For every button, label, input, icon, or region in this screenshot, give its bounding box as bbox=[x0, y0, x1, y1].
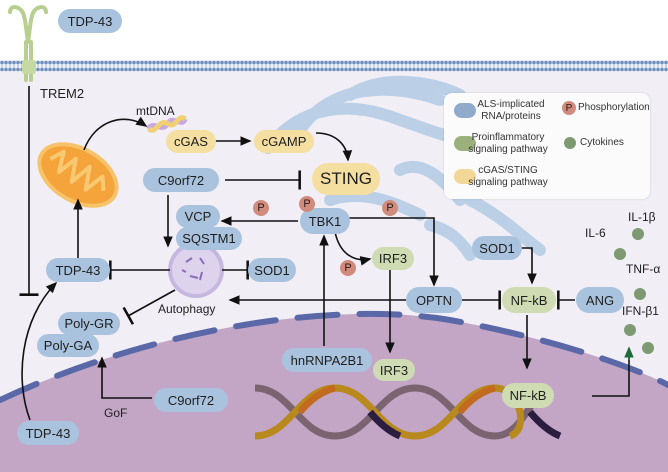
node-cgamp: cGAMP bbox=[254, 130, 314, 153]
cytokine-label-il1b: IL-1β bbox=[628, 210, 656, 224]
label-autophagy: Autophagy bbox=[158, 302, 216, 316]
phosphorylation-marker-optn: P bbox=[382, 200, 398, 216]
label-trem2: TREM2 bbox=[40, 86, 85, 101]
node-optn: OPTN bbox=[406, 287, 462, 313]
legend-pro-line2: signaling pathway bbox=[468, 144, 548, 155]
node-nfkb-cytoplasm: NF-kB bbox=[502, 287, 556, 313]
node-sod1-nfkb: SOD1 bbox=[472, 236, 522, 260]
phosphorylation-marker-vcp: P bbox=[253, 200, 269, 216]
node-tdp43-extracellular: TDP-43 bbox=[58, 9, 122, 33]
node-irf3-nucleus: IRF3 bbox=[373, 359, 415, 381]
node-poly-ga: Poly-GA bbox=[37, 334, 99, 357]
node-c9orf72-nucleus: C9orf72 bbox=[154, 388, 228, 412]
cytokine-dot bbox=[624, 324, 636, 336]
legend-label-cgas-sting: cGAS/STING signaling pathway bbox=[460, 165, 556, 189]
sod1-to-nfkb-arrow bbox=[520, 247, 537, 285]
legend-label-proinflammatory: Proinflammatory signaling pathway bbox=[460, 132, 556, 156]
legend-phosphorylation-icon: P bbox=[562, 101, 576, 115]
cytokine-label-ifnb1: IFN-β1 bbox=[622, 304, 659, 318]
plasma-membrane bbox=[0, 60, 668, 72]
legend-label-cytokines: Cytokines bbox=[580, 137, 624, 148]
node-sod1-autophagy: SOD1 bbox=[248, 258, 296, 282]
nucleus bbox=[0, 313, 668, 472]
cytokine-dot bbox=[634, 288, 646, 300]
legend-label-phosphorylation: Phosphorylation bbox=[578, 102, 650, 113]
node-nfkb-nucleus: NF-kB bbox=[502, 383, 554, 408]
phosphorylation-marker-irf3: P bbox=[340, 260, 356, 276]
autophagy-inhibits-polygr bbox=[122, 289, 176, 325]
cgamp-to-sting-arrow bbox=[315, 132, 353, 162]
mtdna-icon bbox=[146, 115, 188, 133]
label-mtdna: mtDNA bbox=[136, 104, 175, 118]
tbk1-to-irf3-arrow bbox=[334, 231, 372, 266]
legend-label-als: ALS-implicated RNA/proteins bbox=[472, 99, 550, 123]
node-vcp: VCP bbox=[176, 205, 220, 228]
tdp43-nuclear-export-arrow bbox=[21, 281, 58, 421]
legend-swatch-als bbox=[454, 103, 476, 118]
node-c9orf72-cytoplasm: C9orf72 bbox=[143, 168, 219, 192]
label-gof: GoF bbox=[104, 406, 128, 420]
node-ang: ANG bbox=[576, 287, 624, 313]
cytokine-dot bbox=[614, 248, 626, 260]
cytokine-dot bbox=[642, 342, 654, 354]
legend-als-line1: ALS-implicated bbox=[477, 99, 545, 110]
node-sting: STING bbox=[312, 163, 380, 195]
nfkb-to-cytokines-arrow bbox=[592, 350, 630, 397]
autophagosome-icon bbox=[168, 242, 224, 298]
node-irf3-cytoplasm: IRF3 bbox=[372, 247, 414, 270]
node-cgas: cGAS bbox=[166, 130, 216, 153]
legend-sting-line2: signaling pathway bbox=[468, 177, 548, 188]
legend-cytokine-icon bbox=[564, 137, 576, 149]
node-hnrnpa2b1: hnRNPA2B1 bbox=[282, 348, 372, 372]
cytokine-label-tnfa: TNF-α bbox=[626, 262, 661, 276]
c9orf72-gof-to-polyga-arrow bbox=[97, 356, 152, 399]
legend: ALS-implicated RNA/proteins Proinflammat… bbox=[444, 93, 650, 199]
nuclear-envelope bbox=[0, 310, 668, 403]
cytokine-label-il6: IL-6 bbox=[585, 226, 606, 240]
trem2-transmembrane bbox=[22, 60, 36, 74]
phosphorylation-marker-sting: P bbox=[299, 196, 315, 212]
node-tdp43-nucleus: TDP-43 bbox=[17, 421, 79, 445]
legend-als-line2: RNA/proteins bbox=[481, 111, 541, 122]
legend-swatch-cgas-sting bbox=[454, 169, 476, 184]
node-tdp43-cytoplasm: TDP-43 bbox=[46, 258, 110, 282]
node-poly-gr: Poly-GR bbox=[58, 312, 120, 335]
mito-to-mtdna-arrow bbox=[83, 116, 148, 151]
legend-pro-line1: Proinflammatory bbox=[471, 132, 545, 143]
mitochondrion-icon bbox=[37, 142, 119, 208]
cytokine-dot bbox=[632, 228, 644, 240]
node-tbk1: TBK1 bbox=[300, 208, 350, 234]
legend-sting-line1: cGAS/STING bbox=[478, 165, 538, 176]
tbk1-to-optn-arrow bbox=[348, 217, 439, 287]
node-sqstm1: SQSTM1 bbox=[176, 227, 242, 250]
legend-swatch-proinflammatory bbox=[454, 136, 476, 151]
